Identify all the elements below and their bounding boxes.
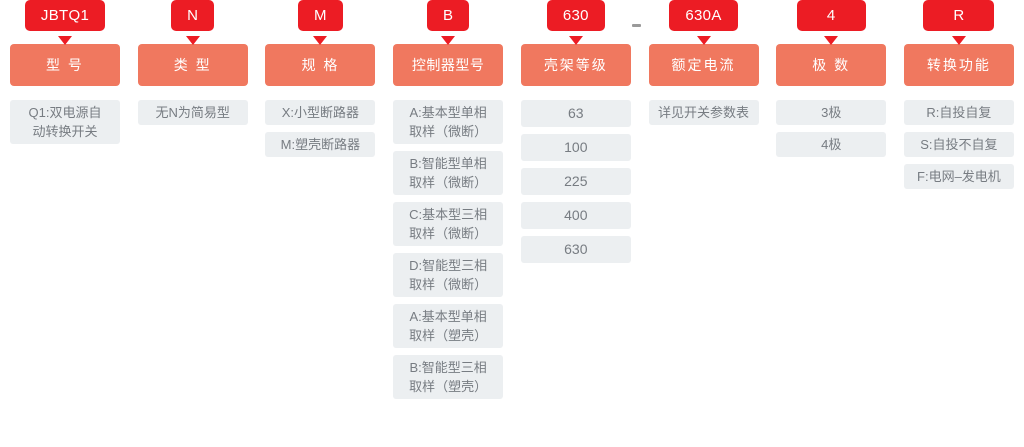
- code-column: 630 壳架等级 63 100 225 400 630: [520, 0, 631, 270]
- option-item[interactable]: F:电网–发电机: [903, 164, 1014, 189]
- option-item[interactable]: R:自投自复: [903, 100, 1014, 125]
- code-column: N 类 型无N为简易型: [137, 0, 248, 132]
- option-list: 无N为简易型: [137, 100, 248, 132]
- option-item[interactable]: M:塑壳断路器: [265, 132, 376, 157]
- field-header: 极 数: [776, 44, 887, 86]
- arrow-down-icon: [313, 36, 328, 45]
- option-item[interactable]: 400: [520, 202, 631, 229]
- option-item[interactable]: Q1:双电源自 动转换开关: [10, 100, 120, 144]
- code-column: JBTQ1 型 号 Q1:双电源自 动转换开关: [10, 0, 120, 151]
- code-badge-group: R: [923, 0, 995, 45]
- option-item[interactable]: 630: [520, 236, 631, 263]
- arrow-down-icon: [951, 36, 966, 45]
- option-item[interactable]: 无N为简易型: [137, 100, 248, 125]
- option-item[interactable]: 225: [520, 168, 631, 195]
- separator-dash: [632, 24, 641, 27]
- code-badge[interactable]: B: [426, 0, 470, 31]
- option-item[interactable]: A:基本型单相 取样（微断）: [393, 100, 504, 144]
- code-badge[interactable]: M: [298, 0, 343, 31]
- code-badge-group: M: [298, 0, 343, 45]
- option-item[interactable]: B:智能型三相 取样（塑壳）: [393, 355, 504, 399]
- field-header: 类 型: [137, 44, 248, 86]
- arrow-down-icon: [441, 36, 456, 45]
- field-header: 壳架等级: [520, 44, 631, 86]
- option-list: X:小型断路器 M:塑壳断路器: [265, 100, 376, 164]
- code-badge-group: N: [171, 0, 215, 45]
- code-badge[interactable]: JBTQ1: [24, 0, 106, 31]
- code-badge-group: JBTQ1: [24, 0, 106, 45]
- field-header: 控制器型号: [393, 44, 504, 86]
- arrow-down-icon: [185, 36, 200, 45]
- option-item[interactable]: 4极: [776, 132, 887, 157]
- option-item[interactable]: A:基本型单相 取样（塑壳）: [393, 304, 504, 348]
- code-badge[interactable]: N: [171, 0, 215, 31]
- field-header: 型 号: [10, 44, 120, 86]
- arrow-down-icon: [824, 36, 839, 45]
- field-header: 规 格: [265, 44, 376, 86]
- field-header: 额定电流: [648, 44, 759, 86]
- option-item[interactable]: D:智能型三相 取样（微断）: [393, 253, 504, 297]
- option-list: 详见开关参数表: [648, 100, 759, 132]
- option-list: 63 100 225 400 630: [520, 100, 631, 270]
- arrow-down-icon: [568, 36, 583, 45]
- code-badge[interactable]: 4: [796, 0, 866, 31]
- code-badge[interactable]: 630A: [669, 0, 738, 31]
- code-badge-group: 4: [796, 0, 866, 45]
- option-item[interactable]: B:智能型单相 取样（微断）: [393, 151, 504, 195]
- option-item[interactable]: 3极: [776, 100, 887, 125]
- option-item[interactable]: 63: [520, 100, 631, 127]
- option-item[interactable]: 详见开关参数表: [648, 100, 759, 125]
- code-column: 630A 额定电流详见开关参数表: [648, 0, 759, 132]
- code-badge-group: B: [426, 0, 470, 45]
- option-item[interactable]: S:自投不自复: [903, 132, 1014, 157]
- code-column: M 规 格 X:小型断路器 M:塑壳断路器: [265, 0, 376, 164]
- option-item[interactable]: 100: [520, 134, 631, 161]
- option-list: R:自投自复 S:自投不自复 F:电网–发电机: [903, 100, 1014, 196]
- arrow-down-icon: [58, 36, 72, 45]
- code-badge[interactable]: R: [923, 0, 995, 31]
- code-badge-group: 630A: [669, 0, 738, 45]
- option-item[interactable]: C:基本型三相 取样（微断）: [393, 202, 504, 246]
- option-list: A:基本型单相 取样（微断） B:智能型单相 取样（微断） C:基本型三相 取样（微…: [393, 100, 504, 406]
- option-item[interactable]: X:小型断路器: [265, 100, 376, 125]
- code-column: R 转换功能 R:自投自复 S:自投不自复 F:电网–发电机: [903, 0, 1014, 196]
- code-column: B 控制器型号 A:基本型单相 取样（微断） B:智能型单相 取样（微断） C:基本型三…: [393, 0, 504, 406]
- code-badge-group: 630: [546, 0, 605, 45]
- arrow-down-icon: [696, 36, 711, 45]
- code-badge[interactable]: 630: [546, 0, 605, 31]
- field-header: 转换功能: [903, 44, 1014, 86]
- option-list: Q1:双电源自 动转换开关: [10, 100, 120, 151]
